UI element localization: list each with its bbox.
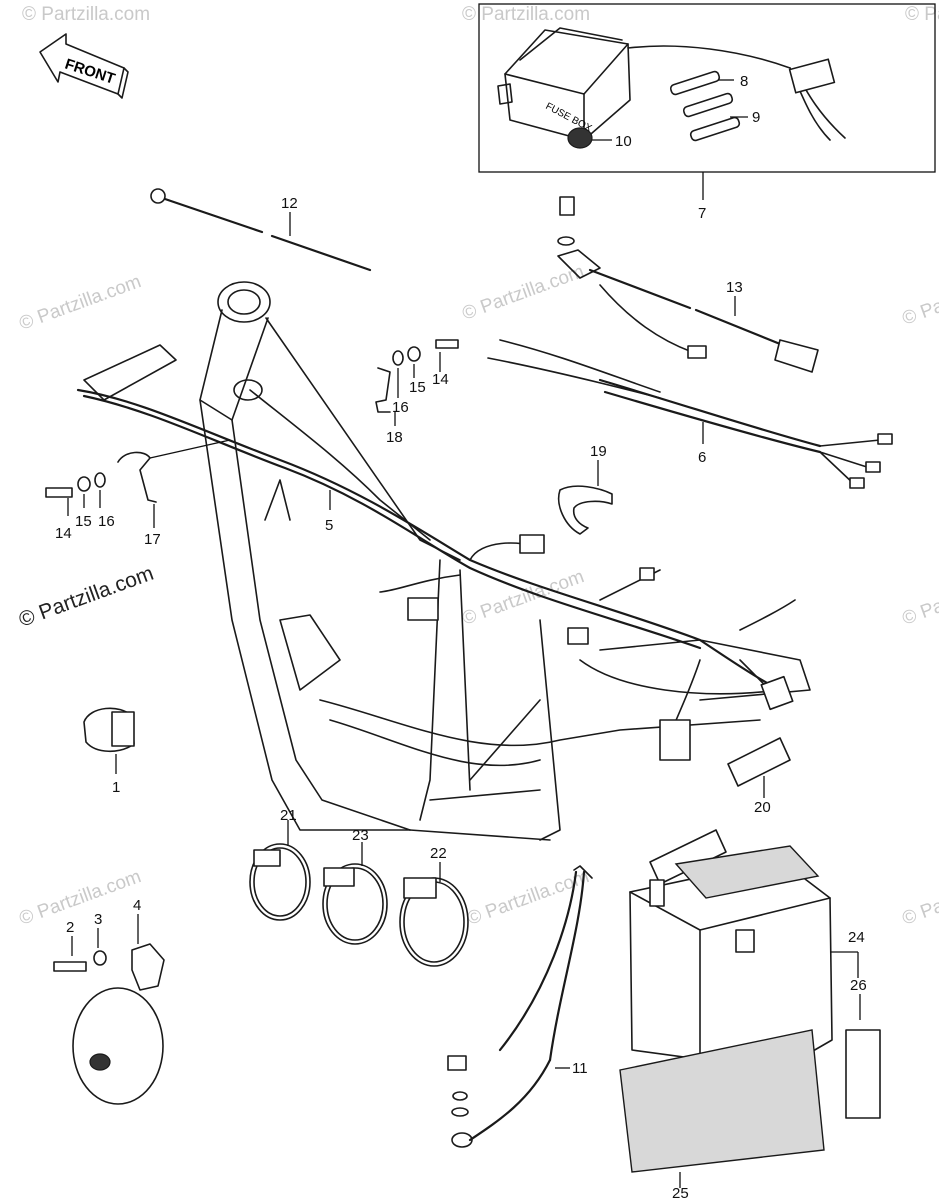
label-part-2: 2 [66, 919, 74, 936]
label-part-15-right: 15 [409, 379, 426, 396]
label-part-19: 19 [590, 443, 607, 460]
label-part-9: 9 [752, 109, 760, 126]
battery [619, 845, 881, 1188]
watermark-faint: © Partzilla.com [17, 271, 144, 335]
relay-1 [83, 707, 135, 774]
label-part-16-left: 16 [98, 513, 115, 530]
rubber-cap-icon [567, 127, 593, 149]
label-part-8: 8 [740, 73, 748, 90]
label-part-7: 7 [698, 205, 706, 222]
watermark-faint: © Partzilla.com [465, 866, 592, 930]
label-part-12: 12 [281, 195, 298, 212]
label-part-3: 3 [94, 911, 102, 928]
faint-watermarks: © Partzilla.com © Partzilla.com © Partzi… [17, 4, 939, 930]
front-arrow-icon: FRONT [39, 33, 129, 99]
fuse-icon [669, 70, 741, 142]
label-part-23: 23 [352, 827, 369, 844]
watermark-faint: © Partzilla.com [462, 4, 590, 25]
hardware-right [375, 339, 459, 426]
group-frame [478, 3, 936, 173]
label-part-24: 24 [848, 929, 865, 946]
main-harness-5 [76, 344, 796, 761]
watermark-main: © Partzilla.com [16, 562, 157, 632]
watermark-faint: © Partzilla.com [900, 866, 939, 930]
tube-20 [649, 737, 791, 885]
label-part-6: 6 [698, 449, 706, 466]
fuse-box-assembly: FUSE BOX [478, 3, 936, 200]
bands [249, 820, 469, 967]
hardware-left [45, 439, 231, 528]
lead-13 [557, 196, 819, 373]
watermark-faint: © Partzilla.com [22, 4, 150, 25]
label-part-15-left: 15 [75, 513, 92, 530]
clamp-19 [558, 460, 613, 535]
ground-lead-11 [447, 865, 593, 1148]
label-part-1: 1 [112, 779, 120, 796]
label-part-17: 17 [144, 531, 161, 548]
horn [53, 914, 165, 1105]
label-part-4: 4 [133, 897, 141, 914]
label-part-14-left: 14 [55, 525, 72, 542]
label-part-20: 20 [754, 799, 771, 816]
label-part-16-right: 16 [392, 399, 409, 416]
watermark-faint: © Partzilla.com [17, 866, 144, 930]
label-part-18: 18 [386, 429, 403, 446]
label-part-11: 11 [572, 1060, 588, 1077]
label-part-22: 22 [430, 845, 447, 862]
part-labels: 1 2 3 4 5 6 7 8 9 10 11 12 13 14 15 16 1… [55, 73, 867, 1200]
label-part-26: 26 [850, 977, 867, 994]
watermark-faint: © Partzilla.com [900, 566, 939, 630]
label-part-14-right: 14 [432, 371, 449, 388]
harness-6 [487, 339, 893, 489]
battery-cable-12 [150, 188, 372, 272]
watermark-faint: © Partzilla.com [460, 261, 587, 325]
frame [199, 281, 811, 841]
label-part-5: 5 [325, 517, 333, 534]
label-part-13: 13 [726, 279, 743, 296]
label-part-10: 10 [615, 133, 632, 150]
label-part-21: 21 [280, 807, 297, 824]
label-part-25: 25 [672, 1185, 689, 1200]
watermark-faint: © Partzilla.com [905, 4, 939, 25]
watermark-faint: © Partzilla.com [900, 266, 939, 330]
watermark-faint: © Partzilla.com [460, 566, 587, 630]
